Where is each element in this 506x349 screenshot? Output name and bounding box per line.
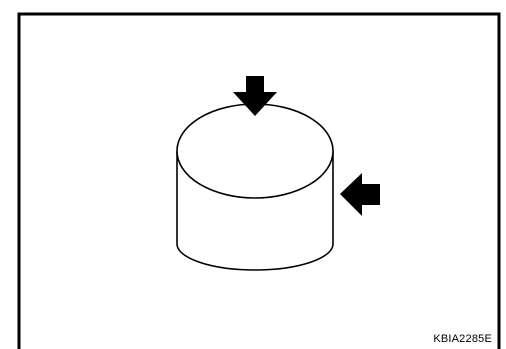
side-arrow-icon	[340, 173, 380, 216]
top-arrow-icon	[233, 76, 277, 116]
figure-code: KBIA2285E	[433, 333, 492, 345]
cylinder-bottom-arc	[176, 243, 334, 271]
cylinder	[176, 103, 334, 271]
figure-frame	[17, 12, 501, 349]
cylinder-top-ellipse	[176, 103, 334, 199]
